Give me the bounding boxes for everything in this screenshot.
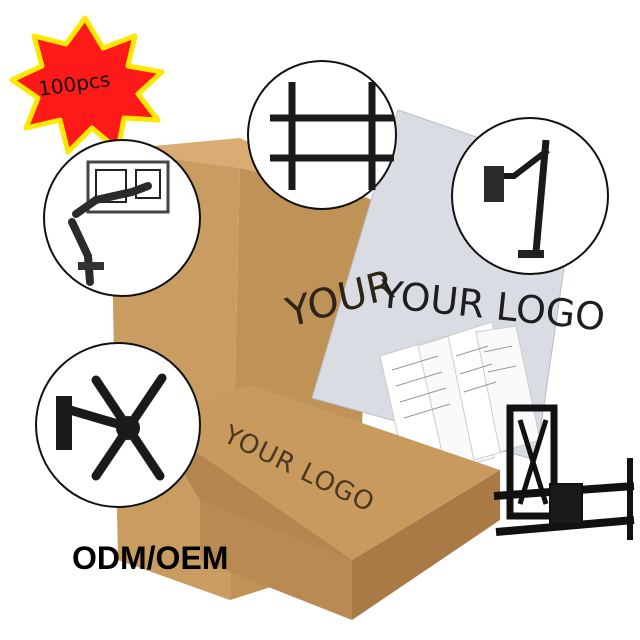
odm-oem-caption: ODM/OEM: [72, 540, 229, 576]
mailer-box-top: [150, 385, 500, 560]
fixed-tv-bracket-icon: [247, 60, 397, 210]
articulating-tv-mount-icon: [35, 342, 201, 508]
box-top-face: [110, 138, 372, 200]
single-arm-monitor-mount-icon: [451, 117, 609, 275]
starburst-icon: [9, 15, 165, 155]
full-motion-tv-mount-icon: [493, 404, 635, 540]
dual-arm-monitor-mount-icon: [43, 139, 201, 297]
mailer-box-front: [352, 470, 500, 620]
mailer-box-left: [200, 500, 352, 620]
instruction-sheets: [379, 321, 541, 481]
